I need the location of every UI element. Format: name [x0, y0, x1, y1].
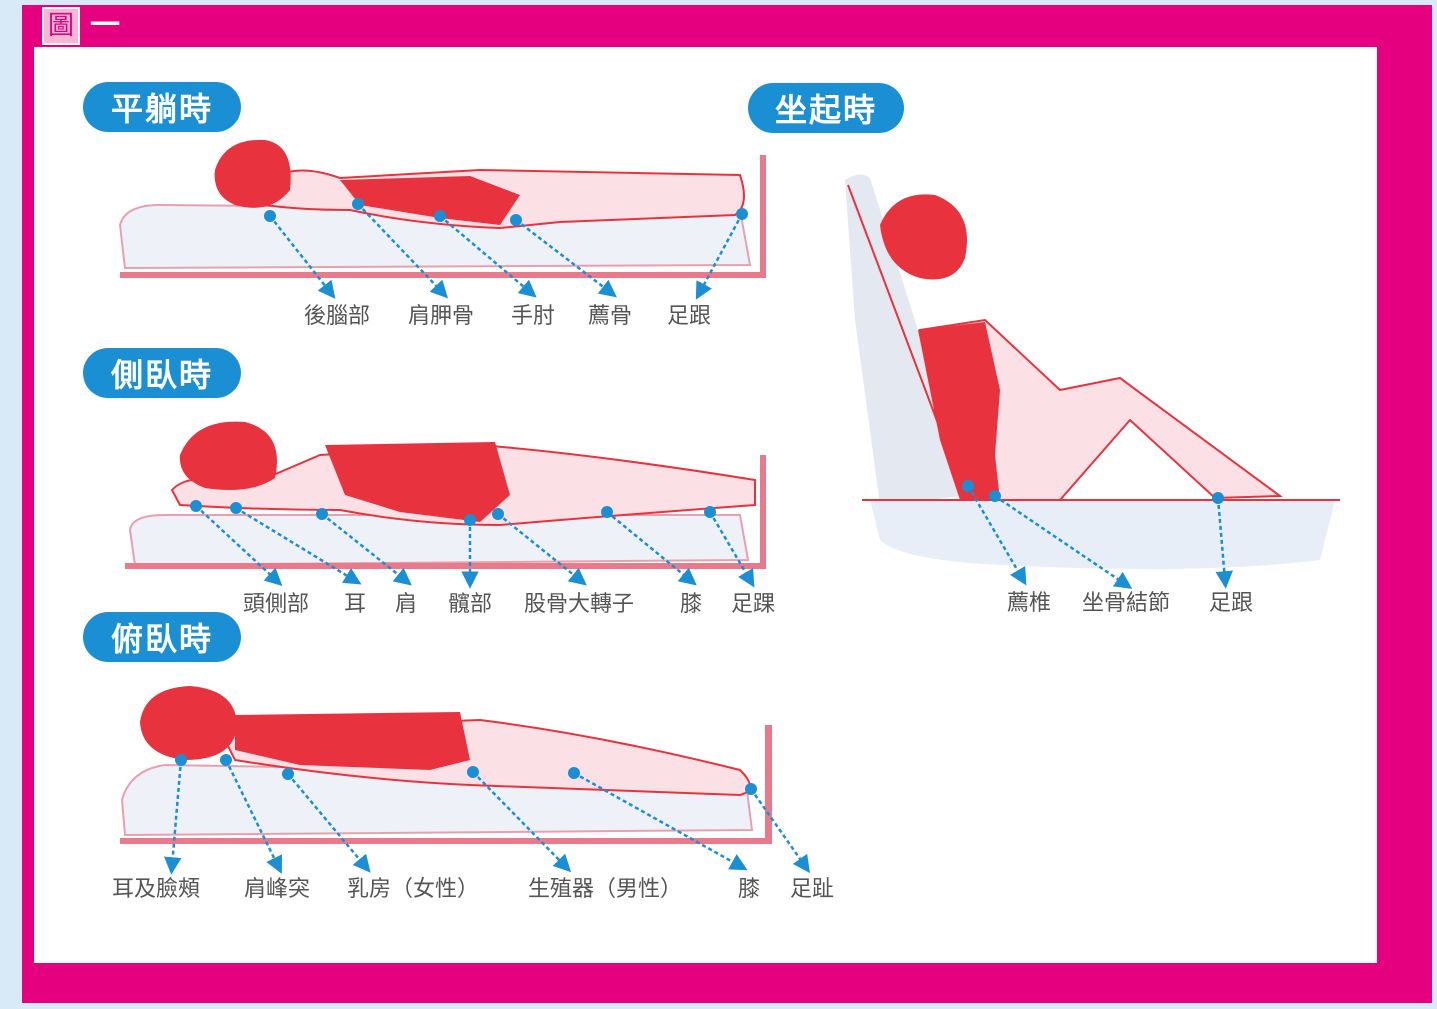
label-toes: 足趾 — [790, 878, 834, 902]
label-greater-trochanter: 股骨大轉子 — [524, 593, 634, 617]
label-knee-side: 膝 — [680, 593, 702, 617]
label-ear: 耳 — [344, 593, 366, 617]
label-sacral-vertebrae: 薦椎 — [1007, 592, 1051, 616]
label-elbow: 手肘 — [511, 305, 555, 329]
label-heel: 足跟 — [667, 305, 711, 329]
label-breasts: 乳房（女性） — [347, 878, 479, 902]
label-ischial-tuberosity: 坐骨結節 — [1082, 592, 1170, 616]
label-hip: 髖部 — [448, 593, 492, 617]
label-acromion: 肩峰突 — [244, 878, 310, 902]
prone-title: 俯臥時 — [83, 612, 241, 662]
label-shoulder: 肩 — [395, 593, 417, 617]
label-knee-prone: 膝 — [738, 878, 760, 902]
label-sacrum: 薦骨 — [588, 305, 632, 329]
label-back-of-head: 後腦部 — [304, 305, 370, 329]
label-heel-sitting: 足跟 — [1209, 592, 1253, 616]
label-ankle: 足踝 — [731, 593, 775, 617]
figure-title-dash: 一 — [90, 11, 120, 41]
label-side-of-head: 頭側部 — [243, 593, 309, 617]
figure-title-char: 圖 — [42, 7, 80, 45]
label-genitals: 生殖器（男性） — [528, 878, 682, 902]
supine-title: 平躺時 — [83, 82, 241, 132]
label-scapula: 肩胛骨 — [408, 305, 474, 329]
label-ear-and-cheek: 耳及臉頰 — [112, 878, 200, 902]
side-title: 側臥時 — [83, 348, 241, 398]
diagram-panel — [34, 47, 1377, 963]
sitting-title: 坐起時 — [748, 83, 904, 133]
